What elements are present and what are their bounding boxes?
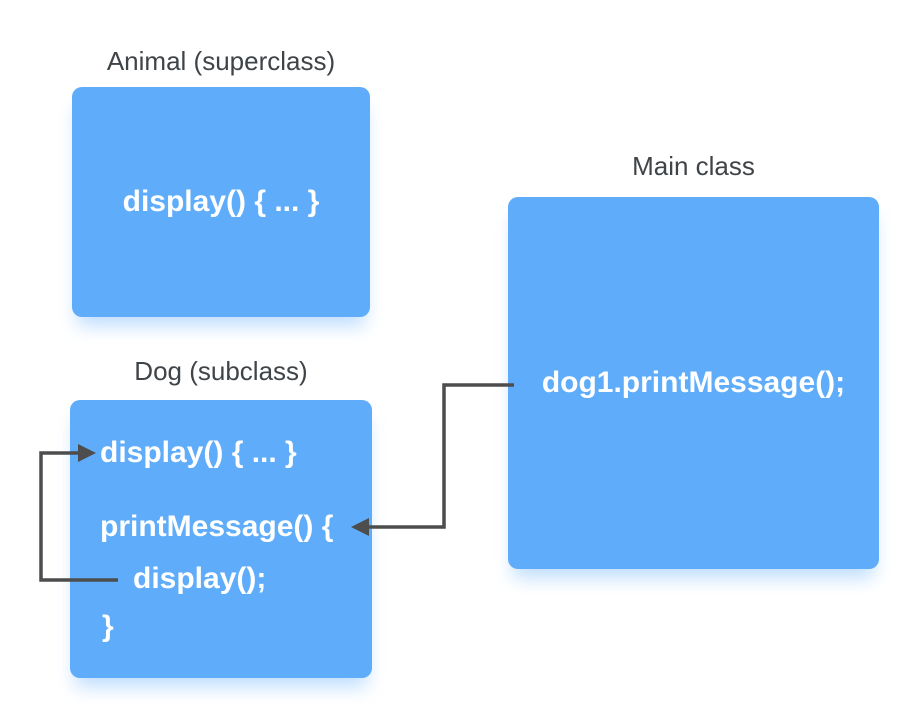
- animal-display-method: display() { ... }: [122, 185, 320, 218]
- main-dog1-printmessage-call: dog1.printMessage();: [541, 366, 846, 399]
- dog-closing-brace: }: [102, 610, 114, 643]
- dog-printmessage-method: printMessage() {: [100, 510, 334, 543]
- arrow-main-calls-printmessage: [351, 383, 514, 536]
- animal-superclass-box: display() { ... }: [72, 87, 370, 317]
- dog-subclass-label: Dog (subclass): [134, 356, 308, 386]
- main-class-box: dog1.printMessage();: [508, 197, 879, 569]
- main-class-label: Main class: [632, 151, 755, 181]
- dog-display-call: display();: [133, 562, 267, 595]
- animal-superclass-label: Animal (superclass): [106, 46, 336, 76]
- dog-display-method: display() { ... }: [100, 436, 297, 469]
- dog-subclass-box: display() { ... } printMessage() { displ…: [70, 400, 372, 678]
- arrow-main-calls-printmessage-line: [369, 383, 514, 529]
